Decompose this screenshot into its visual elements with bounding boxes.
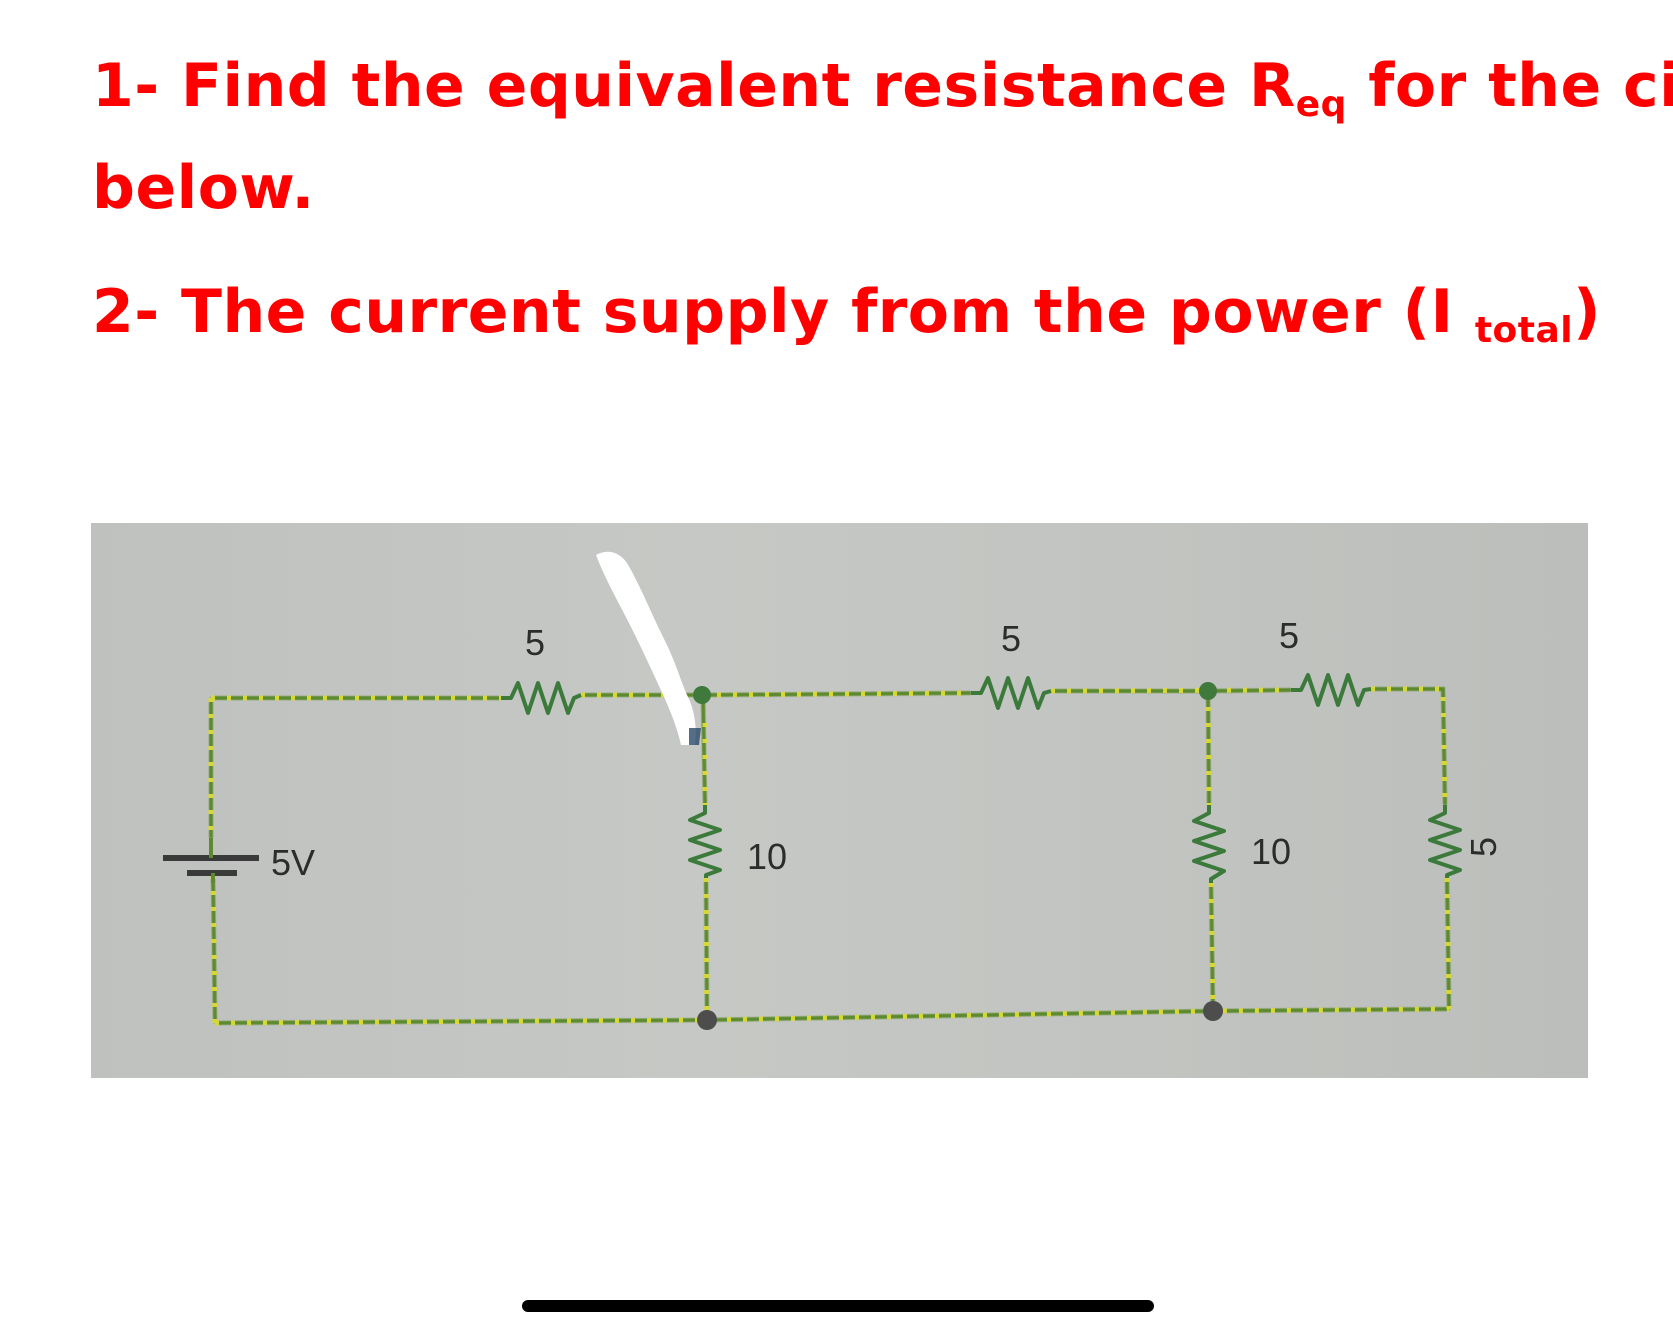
resistor-top-right	[1291, 673, 1372, 707]
wire-shunt1-upper	[701, 694, 707, 806]
wire-bottom	[214, 1007, 1450, 1025]
battery-symbol	[163, 838, 259, 883]
node-bottom-2	[1203, 1001, 1223, 1021]
question-2-close-paren: )	[1573, 277, 1602, 347]
question-1-text-end: for the circuit	[1368, 51, 1673, 121]
white-marker-tail-shadow	[689, 728, 701, 745]
node-top-2	[1199, 682, 1217, 700]
resistor-top-left	[501, 681, 582, 715]
question-1-text: 1- Find the equivalent resistance R	[92, 51, 1296, 121]
wire-top-b	[700, 691, 972, 697]
wire-top-right	[1371, 687, 1447, 806]
question-1-line-2: below.	[92, 153, 315, 223]
dots-right-lower	[1444, 877, 1452, 1010]
resistor-shunt-2	[1192, 805, 1226, 883]
node-top-1	[693, 686, 711, 704]
dots-top-right	[1371, 686, 1448, 806]
dots-shunt2	[1205, 690, 1212, 806]
resistor-shunt-1	[688, 805, 722, 878]
node-bottom-1	[697, 1010, 717, 1030]
label-r-shunt-1: 10	[747, 836, 787, 877]
white-marker-streak	[596, 551, 696, 745]
wire-shunt1-lower	[704, 877, 709, 1021]
resistor-top-mid	[971, 676, 1052, 710]
circuit-diagram: 5V 5 10 5 10 5 5	[163, 551, 1504, 1030]
dots-top-b	[700, 690, 972, 698]
label-r-top-mid: 5	[1001, 618, 1021, 659]
question-2-text: 2- The current supply from the power (I	[92, 277, 1475, 347]
question-1-line-1: 1- Find the equivalent resistance Req fo…	[92, 56, 1673, 123]
circuit-photo: 5V 5 10 5 10 5 5	[91, 523, 1588, 1078]
label-source: 5V	[271, 842, 315, 883]
label-r-shunt-2: 10	[1251, 831, 1291, 872]
label-r-right: 5	[1463, 837, 1504, 857]
question-2: 2- The current supply from the power (I …	[92, 282, 1601, 349]
label-r-top-right: 5	[1279, 615, 1299, 656]
label-r-top-left: 5	[525, 622, 545, 663]
req-subscript: eq	[1295, 84, 1347, 125]
itotal-subscript: total	[1474, 310, 1574, 351]
resistor-right	[1428, 805, 1462, 878]
dots-shunt2-lower	[1208, 882, 1216, 1012]
home-indicator-bar[interactable]	[522, 1300, 1154, 1312]
wire-left-lower	[211, 874, 217, 1024]
